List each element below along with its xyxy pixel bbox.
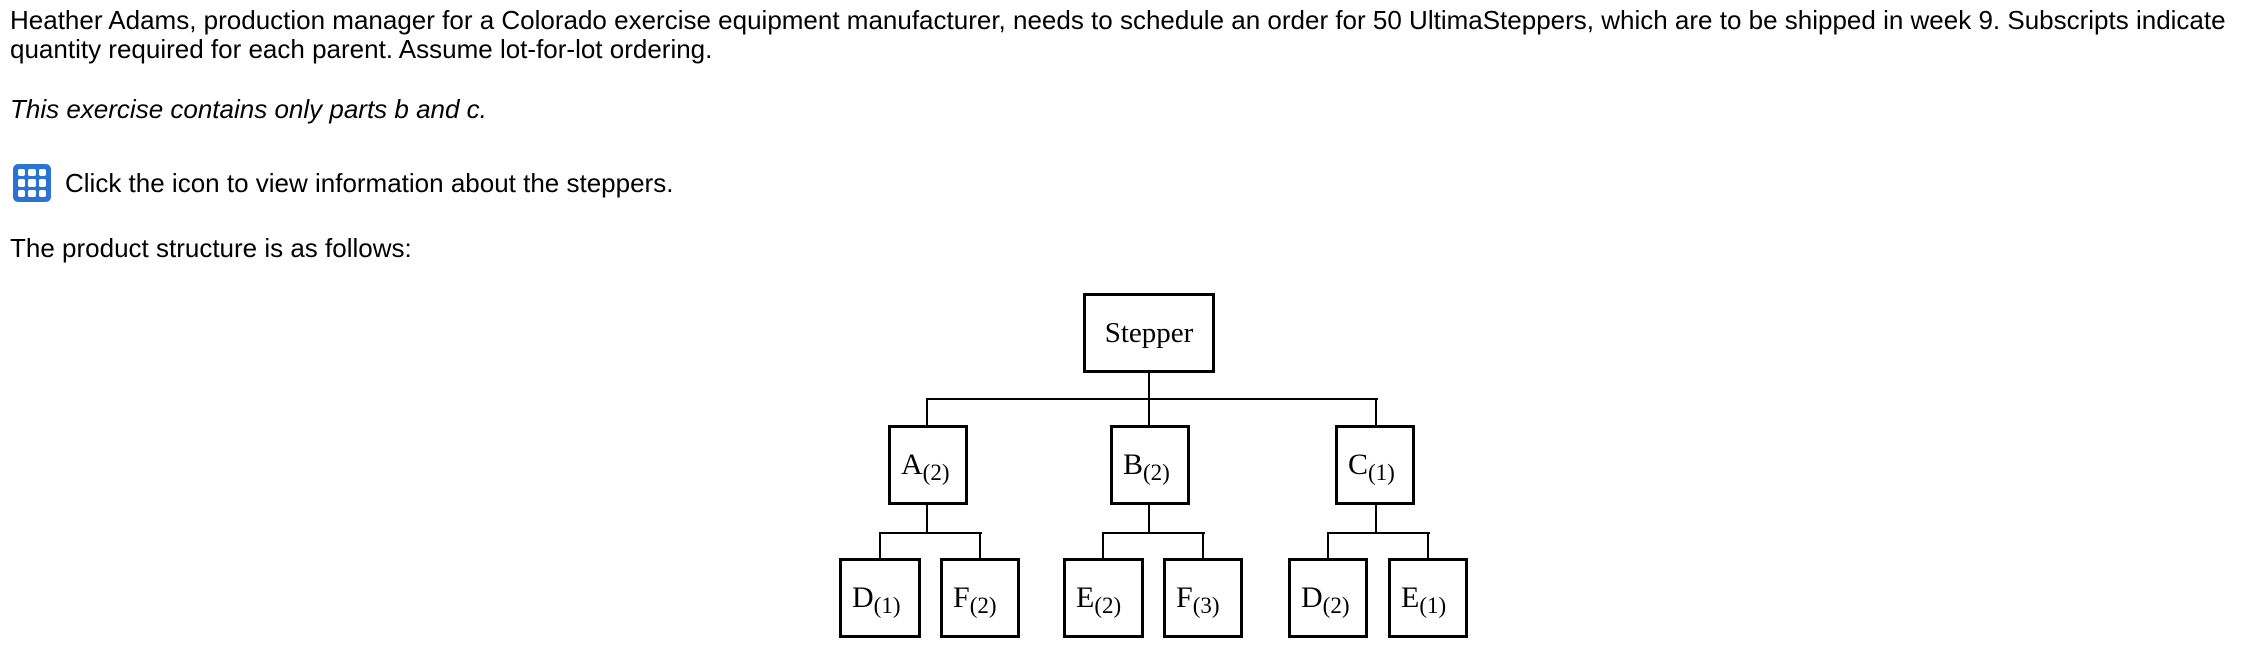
tree-node-label: F <box>953 581 970 614</box>
table-icon-cell <box>38 189 46 197</box>
connector-line <box>1148 503 1150 534</box>
tree-node-label: E <box>1076 581 1095 614</box>
tree-node-d-under-a: D(1) <box>839 558 921 638</box>
connector-line <box>1102 532 1104 560</box>
tree-node-label: D <box>1301 581 1323 614</box>
tree-node-f-under-a: F(2) <box>940 558 1020 638</box>
connector-line <box>1148 372 1150 400</box>
connector-line <box>1375 503 1377 534</box>
tree-node-b: B(2) <box>1110 425 1190 505</box>
connector-line <box>1148 398 1150 427</box>
tree-node-label: D <box>852 581 874 614</box>
tree-node-qty: (1) <box>873 593 901 618</box>
connector-line <box>1102 532 1205 534</box>
tree-node-e-under-c: E(1) <box>1388 558 1468 638</box>
connector-line <box>926 398 928 427</box>
tree-node-label: Stepper <box>1104 316 1194 349</box>
connector-line <box>879 532 982 534</box>
tree-node-qty: (1) <box>1419 593 1447 618</box>
tree-node-qty: (3) <box>1192 593 1220 618</box>
connector-line <box>979 532 981 560</box>
tree-node-label: F <box>1176 581 1193 614</box>
tree-node-stepper: Stepper <box>1083 293 1215 373</box>
connector-line <box>1327 532 1329 560</box>
tree-node-a: A(2) <box>888 425 968 505</box>
icon-instruction-row: Click the icon to view information about… <box>13 163 673 203</box>
table-icon-cell <box>18 179 26 187</box>
tree-node-label: C <box>1348 448 1369 481</box>
connector-line <box>926 398 1378 400</box>
tree-node-label: E <box>1401 581 1420 614</box>
tree-node-c: C(1) <box>1335 425 1415 505</box>
connector-line <box>1327 532 1430 534</box>
table-icon-cell <box>28 179 36 187</box>
tree-node-f-under-b: F(3) <box>1163 558 1243 638</box>
table-icon-cell <box>28 189 36 197</box>
table-icon-cell <box>18 189 26 197</box>
table-icon-cell <box>38 169 46 177</box>
tree-node-qty: (2) <box>969 593 997 618</box>
tree-node-label: B <box>1123 448 1144 481</box>
icon-instruction-text: Click the icon to view information about… <box>65 167 674 198</box>
tree-node-label: A <box>901 448 923 481</box>
exercise-note: This exercise contains only parts b and … <box>10 94 487 124</box>
connector-line <box>879 532 881 560</box>
tree-node-qty: (2) <box>1322 593 1350 618</box>
problem-statement-line1: Heather Adams, production manager for a … <box>10 5 2226 35</box>
connector-line <box>926 503 928 534</box>
connector-line <box>1427 532 1429 560</box>
connector-line <box>1202 532 1204 560</box>
tree-node-e-under-b: E(2) <box>1063 558 1144 638</box>
tree-node-qty: (2) <box>1094 593 1122 618</box>
tree-node-qty: (2) <box>1143 460 1170 485</box>
table-icon-cell <box>38 179 46 187</box>
table-icon[interactable] <box>13 164 51 202</box>
tree-node-qty: (2) <box>922 460 950 485</box>
tree-node-qty: (1) <box>1368 460 1395 485</box>
table-icon-cell <box>18 169 26 177</box>
problem-statement-line2: quantity required for each parent. Assum… <box>10 34 713 64</box>
structure-intro: The product structure is as follows: <box>10 233 412 263</box>
connector-line <box>1375 398 1377 427</box>
tree-node-d-under-c: D(2) <box>1288 558 1368 638</box>
table-icon-cell <box>28 169 36 177</box>
